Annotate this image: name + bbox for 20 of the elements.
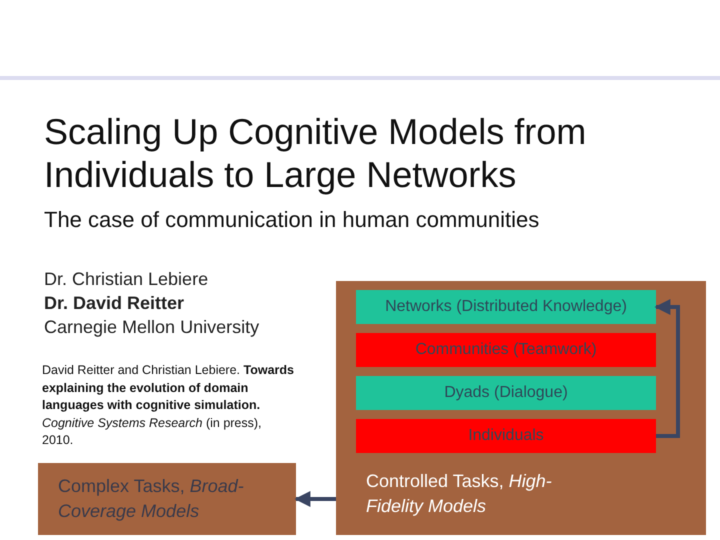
layer-label: Individuals	[467, 426, 545, 446]
content-panel	[336, 281, 706, 535]
layer-label: Dyads (Dialogue)	[443, 383, 569, 403]
citation: David Reitter and Christian Lebiere. Towards explaining the evolution of domain languages with cognitive simulation. Cognitive Systems Research (in press), 2010.	[42, 362, 294, 449]
layer-band	[356, 376, 656, 410]
layer-band	[356, 419, 656, 453]
layer-band	[356, 333, 656, 367]
layer-label: Networks (Distributed Knowledge)	[384, 297, 628, 317]
arrow	[294, 491, 336, 507]
arrow	[654, 299, 680, 438]
layer-band	[356, 290, 656, 324]
panel-text: Complex Tasks, Broad-Coverage Models	[58, 475, 245, 523]
subtitle: The case of communication in human communities	[44, 207, 540, 233]
author-name: Dr. David Reitter	[44, 293, 184, 314]
content-panel	[38, 463, 296, 535]
affiliation: Carnegie Mellon University	[44, 317, 260, 338]
panel-text: Controlled Tasks, High-Fidelity Models	[366, 470, 553, 518]
layer-label: Communities (Teamwork)	[414, 340, 598, 360]
slide-title: Scaling Up Cognitive Models from Individuals to Large Networks	[44, 110, 588, 196]
author-name: Dr. Christian Lebiere	[44, 269, 208, 290]
